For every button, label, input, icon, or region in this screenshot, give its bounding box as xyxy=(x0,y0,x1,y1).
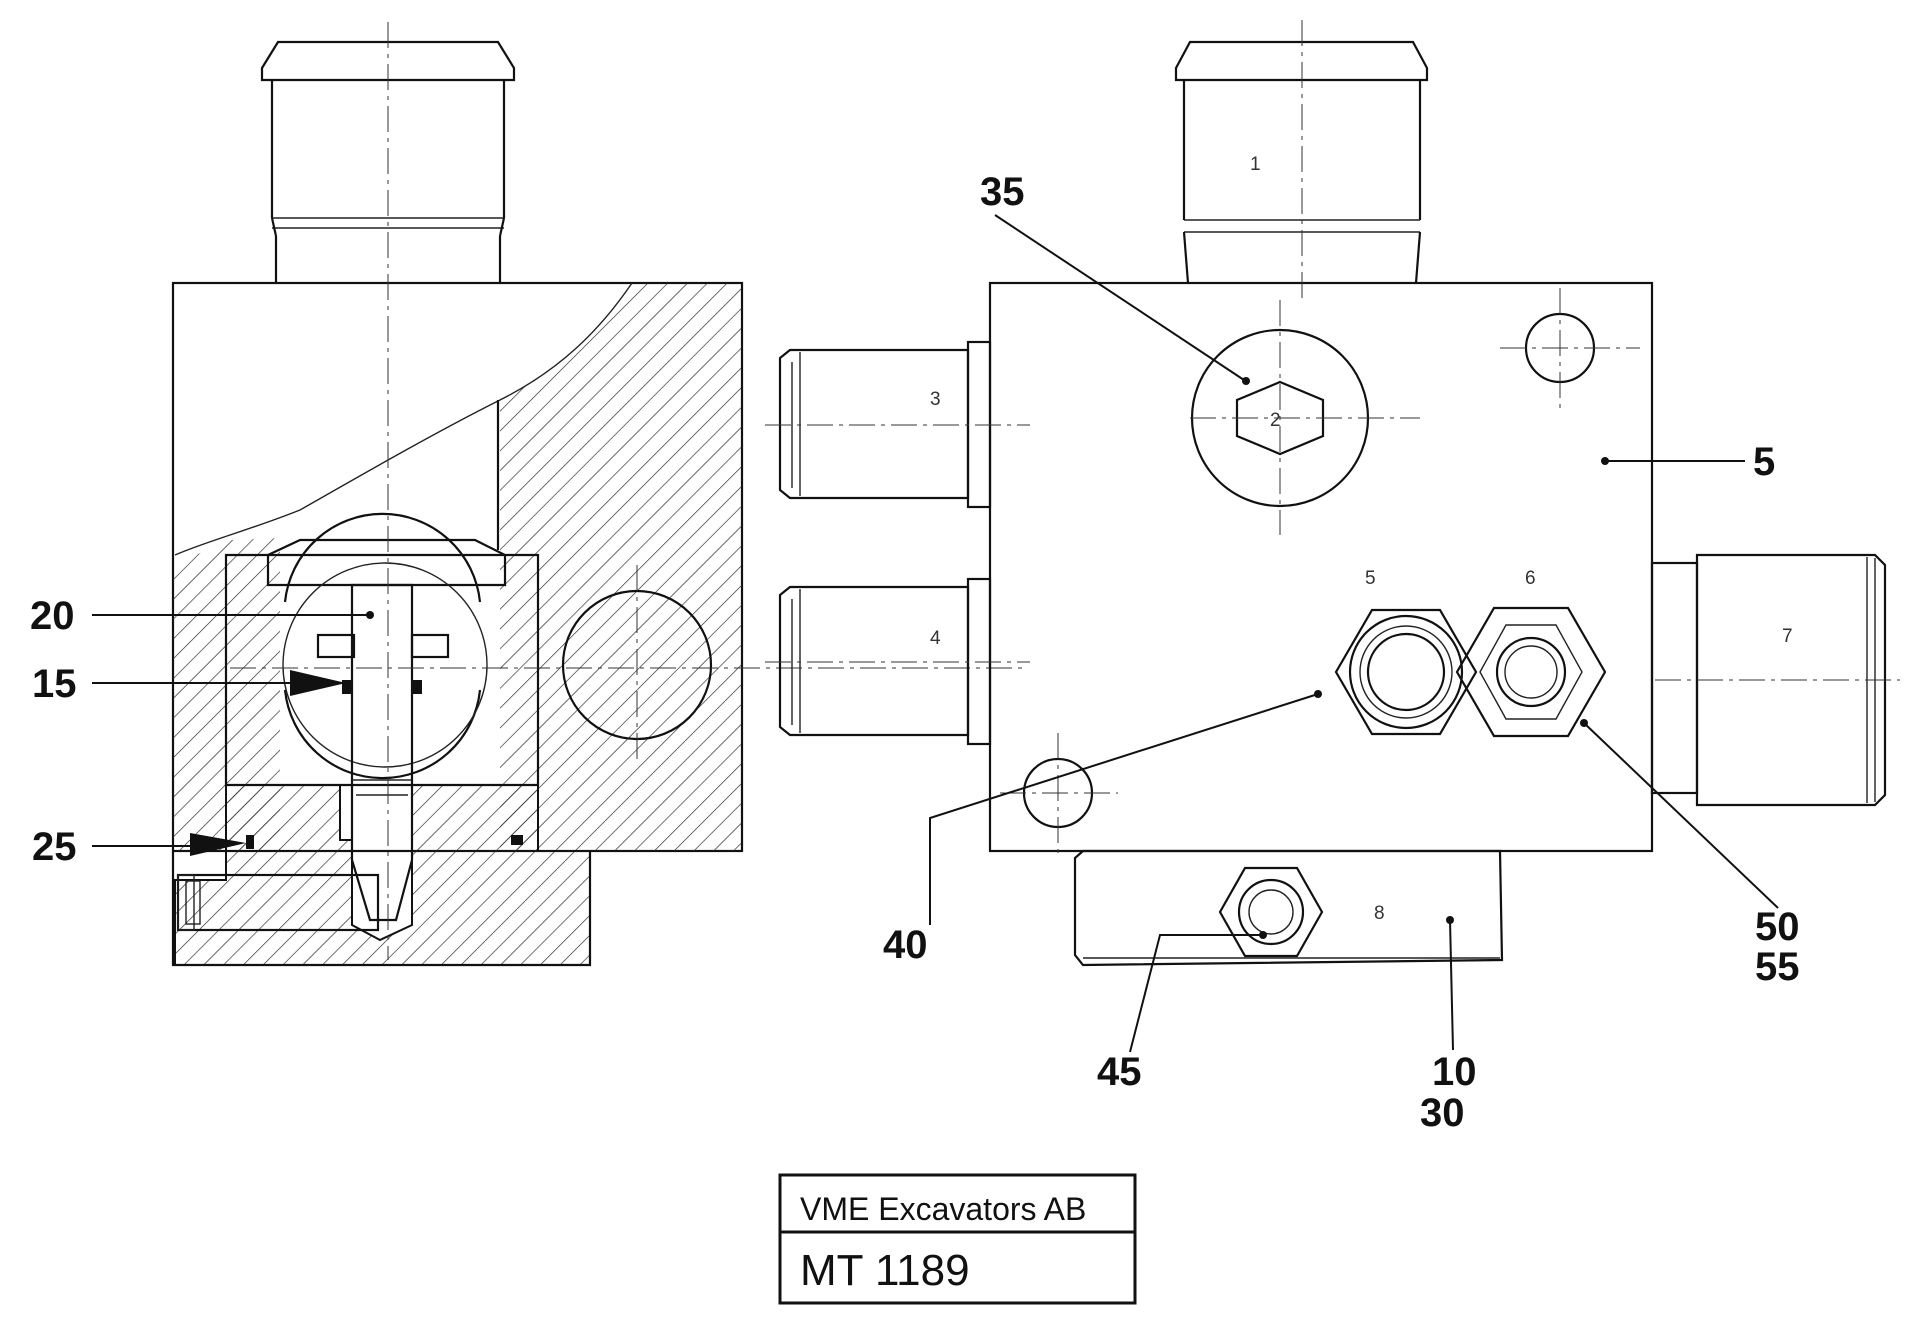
callout-45: 45 xyxy=(1097,1050,1142,1094)
port-labels: 1 2 3 4 5 6 7 8 xyxy=(930,154,1793,924)
hex-fitting-port-6 xyxy=(1455,606,1607,738)
section-bottom-plug xyxy=(176,873,380,932)
port-label-5: 5 xyxy=(1365,568,1376,589)
port-label-8: 8 xyxy=(1374,903,1385,924)
section-bottom-flange xyxy=(171,851,592,967)
title-code: MT 1189 xyxy=(800,1246,970,1295)
port-label-6: 6 xyxy=(1525,568,1536,589)
port-label-4: 4 xyxy=(930,628,941,649)
section-top-nipple xyxy=(260,40,516,283)
title-company: VME Excavators AB xyxy=(800,1191,1086,1227)
fitting-port-7 xyxy=(1650,553,1887,807)
section-oring-left xyxy=(246,835,254,849)
callout-40: 40 xyxy=(883,923,928,967)
hex-fitting-port-8 xyxy=(1218,866,1324,958)
valve-block xyxy=(988,281,1654,853)
callout-15: 15 xyxy=(32,662,77,706)
valve-base xyxy=(1073,849,1504,967)
section-seal-right xyxy=(412,680,422,694)
hex-fitting-port-5 xyxy=(1334,608,1478,736)
section-seal-left xyxy=(342,680,352,694)
port-label-7: 7 xyxy=(1782,626,1793,647)
section-hatch-right-lower xyxy=(500,543,742,851)
port-label-2: 2 xyxy=(1270,410,1281,431)
callout-25: 25 xyxy=(32,825,77,869)
callout-20: 20 xyxy=(30,594,75,638)
title-block: VME Excavators AB MT 1189 xyxy=(778,1173,1137,1305)
callout-5: 5 xyxy=(1753,440,1775,484)
callouts: 20 15 25 35 5 40 45 50 55 10 30 xyxy=(30,170,1800,1135)
section-view xyxy=(171,22,1025,967)
port-label-1: 1 xyxy=(1250,154,1261,175)
callout-55: 55 xyxy=(1755,945,1800,989)
section-break-line xyxy=(174,282,633,556)
callout-10: 10 xyxy=(1432,1050,1477,1094)
callout-35: 35 xyxy=(980,170,1025,214)
port-label-3: 3 xyxy=(930,389,941,410)
section-oring-right xyxy=(511,835,523,845)
section-lower-seat xyxy=(174,784,591,966)
callout-50: 50 xyxy=(1755,905,1800,949)
external-view xyxy=(765,20,1900,967)
section-hatch-right-upper xyxy=(500,283,742,543)
callout-30: 30 xyxy=(1420,1091,1465,1135)
